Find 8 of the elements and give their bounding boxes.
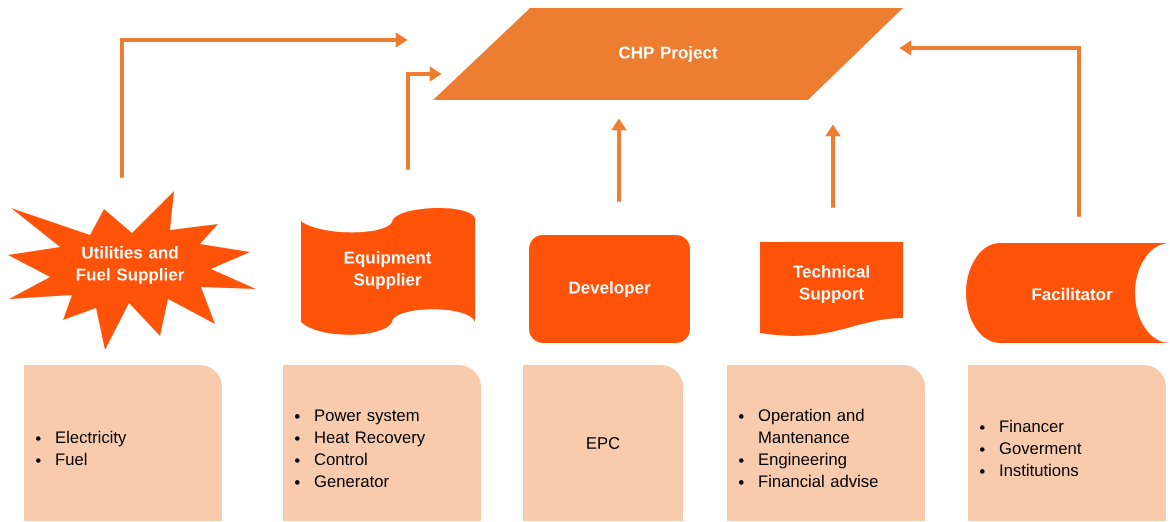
info-card: EPC (523, 365, 683, 521)
rounded-box: Developer (529, 235, 690, 343)
info-card: Power system Heat Recovery Control Generator (283, 365, 481, 521)
wave-banner: Equipment Supplier (301, 207, 475, 335)
info-card: Financer Goverment Institutions (968, 365, 1166, 521)
info-card: Operation and Mantenance Engineering Financial advise (727, 365, 925, 521)
parallelogram-box: CHP Project (433, 8, 903, 100)
info-card: Electricity Fuel (24, 365, 222, 521)
